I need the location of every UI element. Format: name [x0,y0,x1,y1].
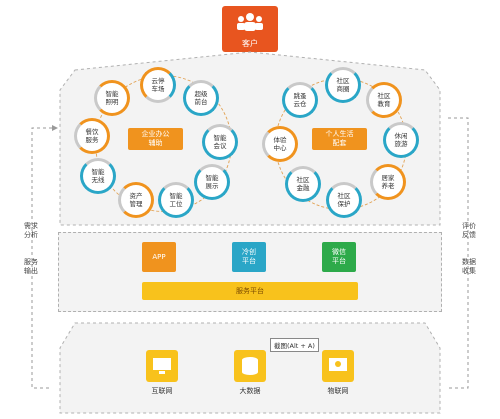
service-output-label: 服务 输出 [24,258,38,275]
life-node: 体验 中心 [262,126,298,162]
bigdata-label: 大数据 [239,387,261,395]
iot-label: 物联网 [327,387,349,395]
life-node: 社区 金融 [285,166,321,202]
office-node: 超级 前台 [183,80,219,116]
life-node: 社区 保护 [326,182,362,218]
life-node: 跳蚤 云仓 [282,82,318,118]
chuangke-platform: 冷创 平台 [232,242,266,272]
office-node: 云停 车场 [140,67,176,103]
customer-badge: 客户 [222,6,278,52]
life-node: 社区 商圈 [325,67,361,103]
people-icon [237,13,263,31]
office-node: 智能 会议 [202,124,238,160]
life-node: 休闲 旅游 [383,122,419,158]
internet-label: 互联网 [151,387,173,395]
screenshot-tooltip: 截图(Alt + A) [270,338,319,352]
customer-label: 客户 [242,39,258,48]
office-node: 智能 工位 [158,182,194,218]
life-node: 居家 养老 [370,164,406,200]
office-node: 餐饮 服务 [74,118,110,154]
life-hub: 个人生活 配套 [312,128,367,150]
life-node: 社区 教育 [366,82,402,118]
feedback-label: 评价 反馈 [462,222,476,239]
office-node: 资产 管理 [118,182,154,218]
iot-icon [322,350,354,382]
office-node: 智能 展示 [194,164,230,200]
life-hub-label: 个人生活 配套 [325,130,354,147]
office-node: 智能 照明 [94,80,130,116]
app-platform: APP [142,242,176,272]
office-hub: 企业办公 辅助 [128,128,183,150]
internet-icon [146,350,178,382]
office-node: 智能 无线 [80,158,116,194]
bigdata-icon [234,350,266,382]
wechat-platform: 微信 平台 [322,242,356,272]
need-analysis-label: 需求 分析 [24,222,38,239]
data-collect-label: 数据 收集 [462,258,476,275]
service-platform-bar: 服务平台 [142,282,358,300]
office-hub-label: 企业办公 辅助 [141,130,170,147]
